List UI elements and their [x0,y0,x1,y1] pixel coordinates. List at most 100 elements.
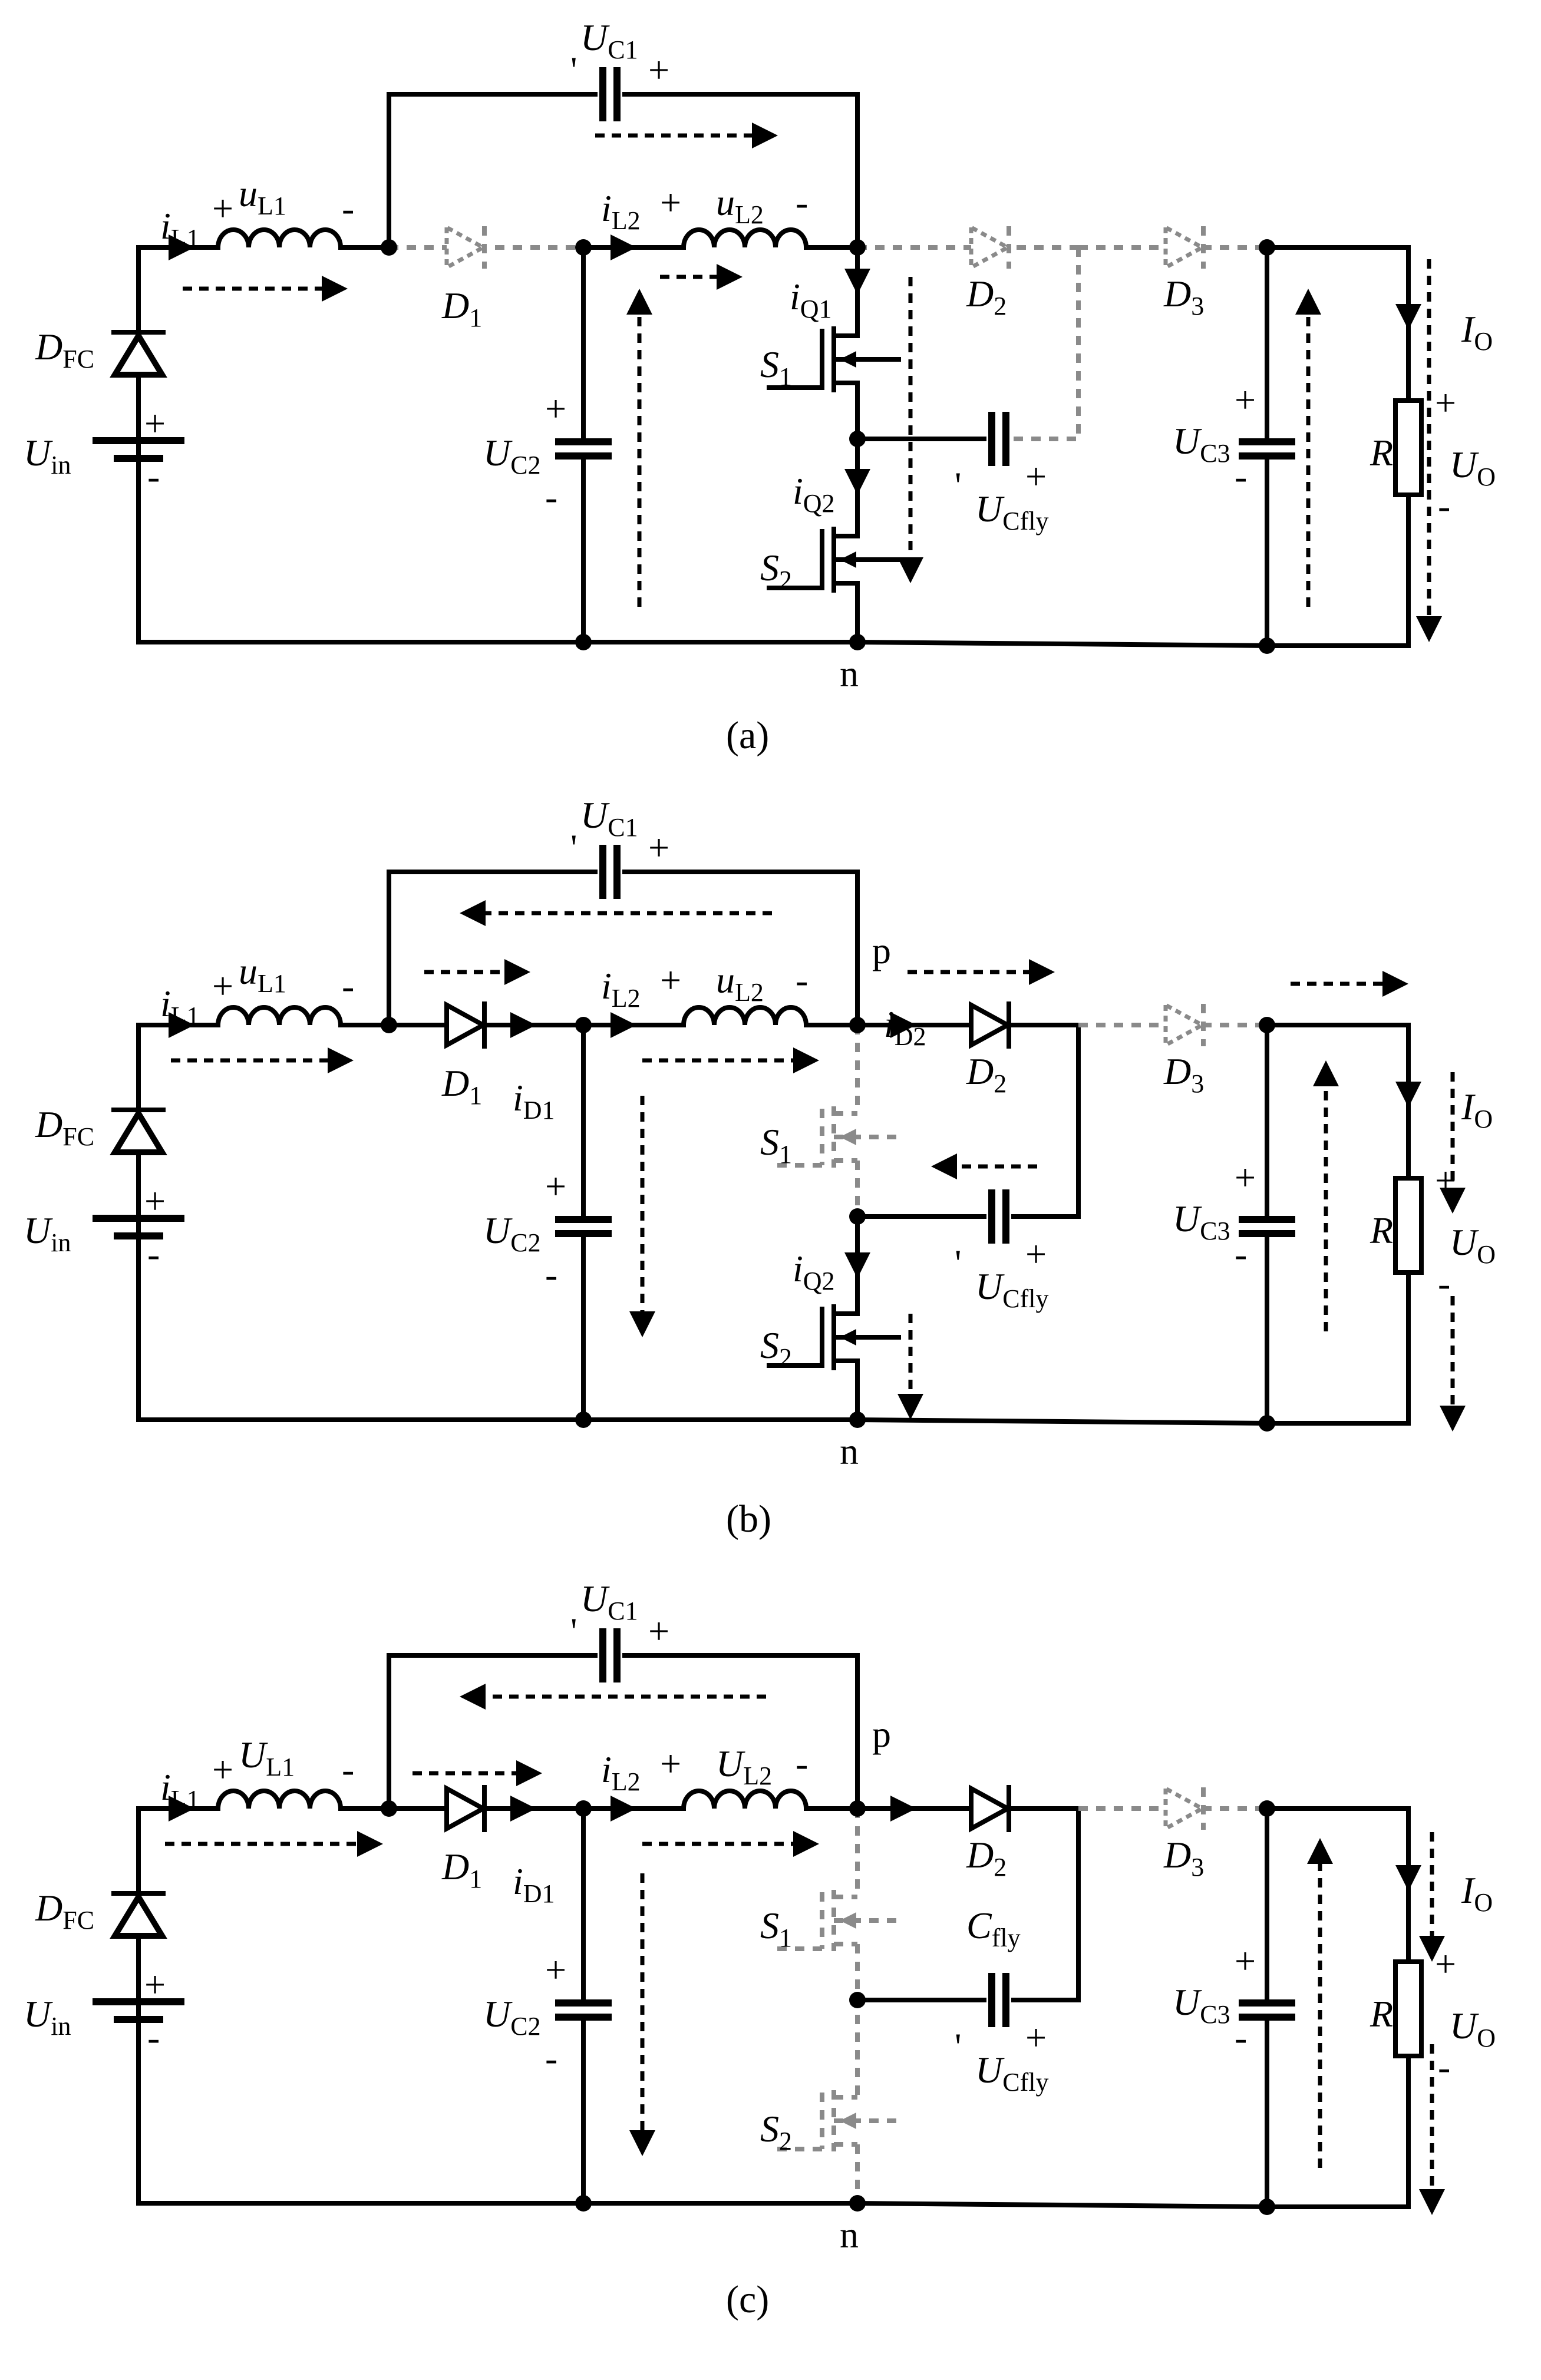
junction-dot [381,1017,397,1033]
diode [1163,1785,1207,1832]
junction-dot [849,1017,866,1033]
label-ucfly: UCfly [975,488,1048,536]
label-iq2: iQ2 [793,1248,835,1295]
diode [444,224,488,271]
label-il1: iL1 [160,983,200,1030]
polarity-sign: + [545,1949,566,1991]
polarity-sign: - [545,1254,557,1295]
capacitor [1239,1999,1295,2021]
wire [622,92,860,250]
diode [1163,1001,1207,1049]
polarity-sign: - [1438,2046,1450,2088]
inductor [681,1789,809,1812]
arrow-head [510,1012,536,1038]
polarity-sign: + [1235,1156,1256,1198]
mosfet-switch [769,1106,899,1168]
label-ul2: uL2 [716,959,764,1007]
label-il2: iL2 [601,1748,641,1796]
current-flow-arrow [413,1760,542,1786]
arrow-head [897,1394,923,1420]
inductor-coil [215,1005,344,1028]
mosfet-switch [769,1890,899,1951]
diode [1163,224,1207,271]
junction-dot [1259,2199,1275,2215]
label-ul1: uL1 [239,950,286,998]
mosfet-switch [767,326,901,392]
inductor [215,1005,344,1028]
arrow-head [840,2113,856,2129]
inductor [215,1789,344,1812]
wire [387,92,598,250]
label-d2: D2 [966,273,1007,320]
caption-c: (c) [726,2278,769,2321]
polarity-sign: + [1025,455,1047,497]
polarity-sign: - [796,959,808,1001]
label-ul2: uL2 [716,181,764,229]
arrow-head [510,1796,536,1822]
resistor [1393,1176,1424,1275]
inductor-coil [215,1789,344,1812]
junction-dot [849,1208,866,1225]
diode-body [1163,1785,1207,1832]
label-s2: S2 [760,547,792,594]
arrow-head [611,1796,636,1822]
arrow-head [1307,1838,1333,1864]
inductor-coil [681,227,809,250]
label-uc2: UC2 [483,432,541,480]
label-ucfly: UCfly [975,2049,1048,2097]
junction-dot [849,1800,866,1817]
polarity-sign: - [1438,1262,1450,1304]
arrow-head [844,1252,870,1278]
arrow-head [890,1796,916,1822]
inductor [681,227,809,250]
arrow-head [717,264,743,290]
junction-dot [575,1800,592,1817]
arrow-head [1395,1082,1421,1108]
current-flow-arrow [1419,2044,1445,2215]
capacitor [555,1999,612,2021]
polarity-sign: - [1235,1233,1247,1275]
label-ul1: uL1 [239,173,286,220]
label-io: IO [1461,308,1493,356]
arrow-head [840,1129,856,1145]
label-ul2: UL2 [716,1743,772,1790]
wire [387,870,598,1027]
polarity-sign: + [648,1610,669,1652]
current-flow-arrow [626,289,652,607]
arrow-head [322,276,348,302]
label-d3: D3 [1163,1050,1204,1098]
current-flow-arrow [424,959,530,985]
diode [969,224,1012,271]
polarity-sign: + [144,1180,166,1222]
arrow-head [840,551,856,568]
diode-body [444,1001,489,1049]
label-ul1: UL1 [239,1734,295,1781]
current-flow-arrow [642,1831,819,1857]
junction-dot [1259,1800,1275,1817]
label-uc1: UC1 [580,16,638,64]
resistor [1393,1959,1424,2058]
label-s1: S1 [760,1121,792,1169]
node-n-label: n [840,1430,859,1472]
wire [622,870,860,1027]
polarity-sign: + [1025,1233,1047,1275]
wire [622,1653,860,1811]
capacitor [1239,438,1295,460]
current-flow-arrow [629,1873,655,2156]
wire [854,1417,1270,1426]
wire [854,639,1270,649]
polarity-sign: + [660,959,681,1001]
caption-a: (a) [726,714,769,757]
arrow-head [1395,304,1421,330]
arrow-head [1395,1865,1421,1891]
junction-dot [1259,239,1275,256]
polarity-sign: + [144,402,166,444]
polarity-sign: + [660,181,681,223]
junction-dot [1259,637,1275,654]
label-id2: iD2 [884,1003,926,1051]
current-flow-arrow [171,1047,354,1073]
label-uin: Uin [24,1993,71,2041]
junction-dot [575,239,592,256]
